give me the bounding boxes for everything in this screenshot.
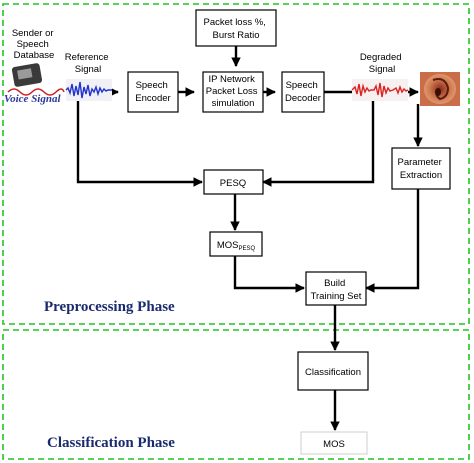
reference-waveform (65, 79, 112, 101)
mos-pesq-label: MOSPESQ (217, 240, 256, 252)
classification-box (297, 351, 369, 391)
voice-signal-logo: Voice Signal (4, 93, 61, 105)
phone-icon (7, 63, 65, 96)
degraded-waveform (351, 79, 409, 101)
preprocessing-phase-border (2, 3, 470, 325)
classification-label: Classification (305, 367, 361, 378)
connectors (68, 46, 423, 431)
mos-output-label: MOS (323, 439, 345, 450)
ip-network-label: IP Network Packet Loss simulation (206, 74, 260, 109)
speech-decoder-label: Speech Decoder (285, 80, 321, 104)
speech-encoder-box (127, 71, 179, 113)
build-training-set-box (305, 271, 367, 306)
speech-encoder-label: Speech Encoder (135, 80, 170, 104)
arrow-reference-to-pesq (76, 101, 203, 187)
ip-network-box (202, 71, 264, 113)
build-training-set-label: Build Training Set (311, 278, 362, 302)
preprocessing-phase-title: Preprocessing Phase (44, 299, 175, 315)
parameter-extraction-box (391, 147, 451, 190)
sender-label: Sender or Speech Database (12, 28, 56, 61)
arrow-mos-to-build (233, 256, 305, 293)
arrow-parameter-to-build (365, 189, 420, 293)
speech-decoder-box (281, 71, 325, 113)
classification-phase-border (2, 329, 470, 460)
ear-icon (420, 72, 460, 106)
pesq-box (203, 169, 264, 195)
packet-loss-box (195, 9, 277, 47)
mos-pesq-box (209, 231, 263, 257)
pesq-label: PESQ (220, 178, 246, 189)
reference-signal-label: Reference Signal (65, 52, 111, 75)
mos-output-box (300, 431, 368, 455)
degraded-signal-label: Degraded Signal (360, 52, 404, 75)
packet-loss-label: Packet loss %, Burst Ratio (204, 17, 269, 41)
parameter-extraction-label: Parameter Extraction (398, 157, 445, 181)
classification-phase-title: Classification Phase (47, 435, 175, 451)
arrow-degraded-to-pesq (262, 101, 375, 187)
